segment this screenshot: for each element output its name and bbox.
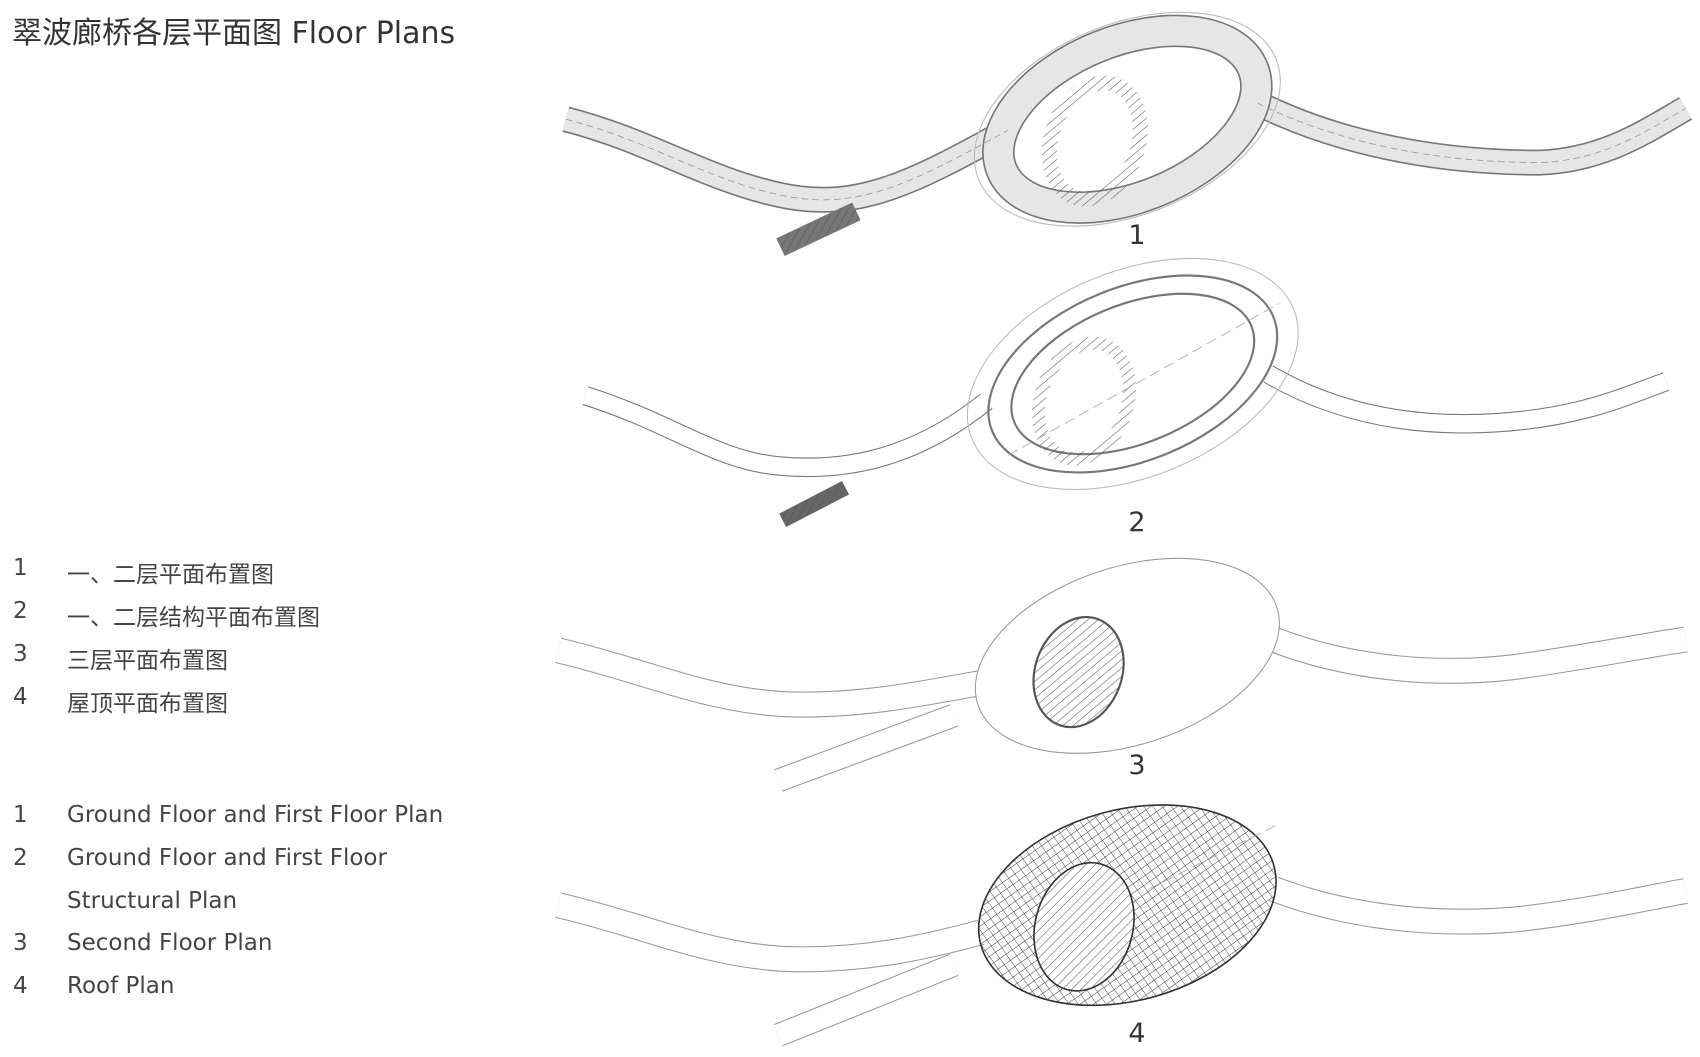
legend-number: 2 [13,598,28,624]
plan-1-drawing [562,11,1693,256]
legend-text: Ground Floor and First Floor [67,845,387,871]
legend-number: 4 [13,973,28,999]
plan-label-4: 4 [1128,1018,1146,1049]
legend-text: Roof Plan [67,973,175,999]
plan-label-1: 1 [1128,220,1146,251]
legend-text: 一、二层平面布置图 [67,562,274,588]
legend-text: Second Floor Plan [67,930,273,956]
legend-text: Structural Plan [67,888,238,914]
plan-label-2: 2 [1128,507,1146,538]
plan-4-drawing [555,804,1688,1047]
legend-number: 1 [13,555,28,581]
legend-text: 屋顶平面布置图 [67,691,228,717]
legend-number: 3 [13,930,28,956]
legend-number: 1 [13,802,28,828]
legend-text: 一、二层结构平面布置图 [67,605,320,631]
plan-label-3: 3 [1128,750,1146,781]
legend-text: Ground Floor and First Floor Plan [67,802,444,828]
legend-number: 4 [13,684,28,710]
plan-2-drawing [582,257,1670,528]
page-title: 翠波廊桥各层平面图 Floor Plans [12,16,456,51]
plan-3-drawing [555,557,1688,792]
legend-number: 2 [13,845,28,871]
legend-number: 3 [13,641,28,667]
legend-text: 三层平面布置图 [67,648,228,674]
